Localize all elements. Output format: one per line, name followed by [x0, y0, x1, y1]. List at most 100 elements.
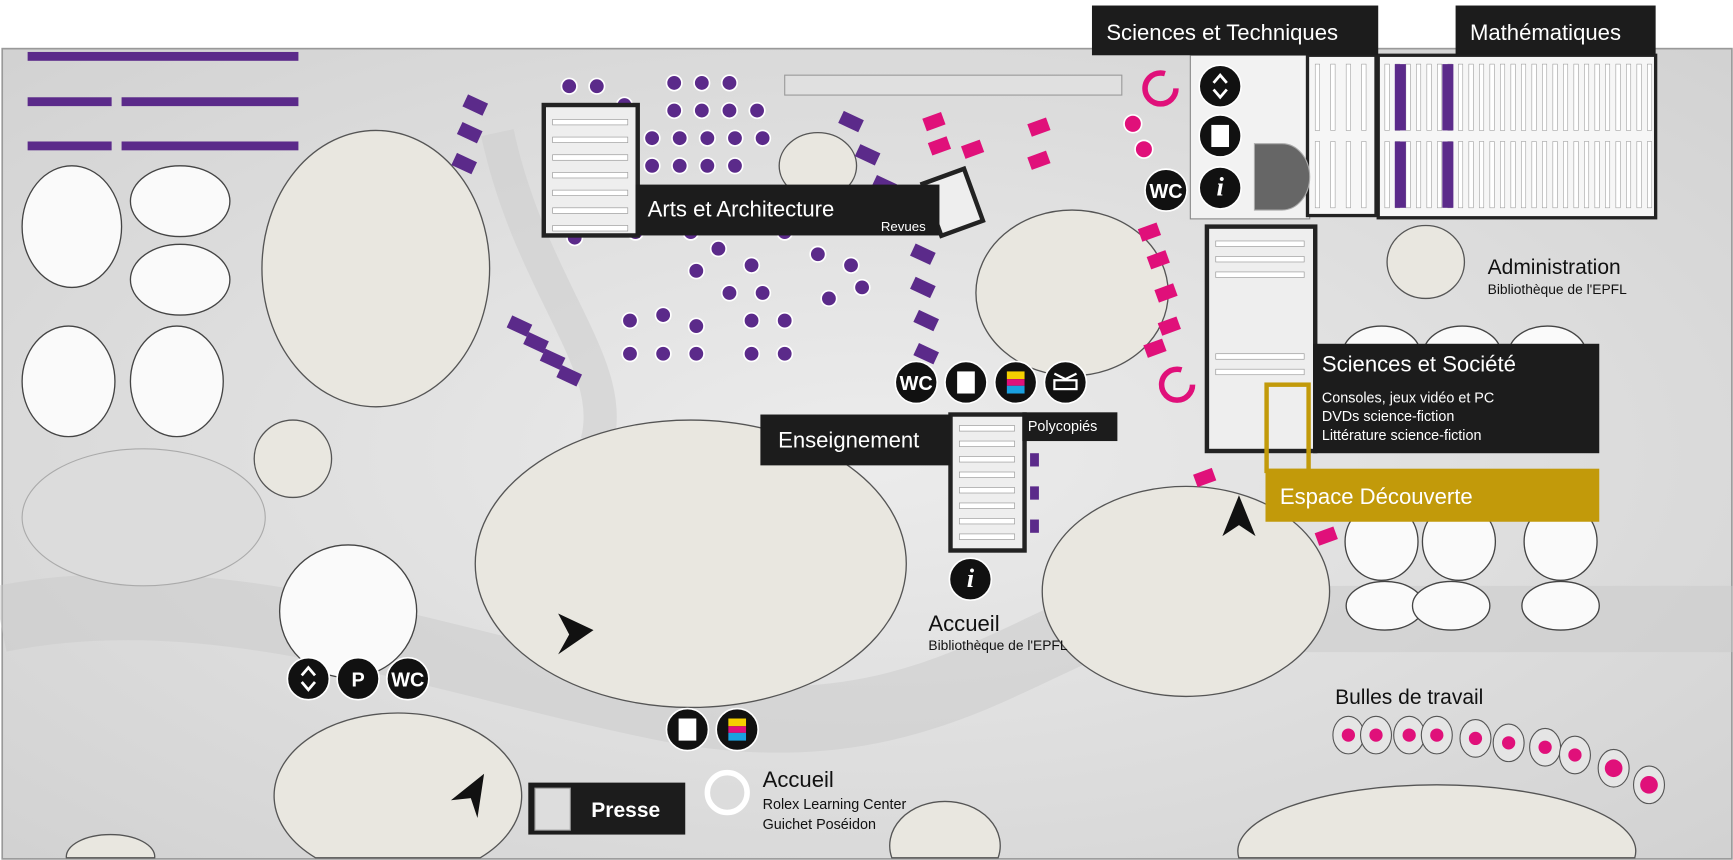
- mathematiques-label: [1455, 5, 1656, 56]
- accueil-biblio-sub: Bibliothèque de l'EPFL: [928, 637, 1067, 653]
- enseignement-shelves[interactable]: [948, 412, 1027, 553]
- round-table: [643, 157, 661, 175]
- lift-arrows: [1212, 73, 1228, 100]
- wc-icon[interactable]: WC: [1144, 168, 1188, 212]
- shelf: [1573, 63, 1579, 131]
- room: [1521, 580, 1600, 631]
- scanner-icon[interactable]: [1043, 360, 1088, 405]
- round-table: [687, 345, 705, 363]
- round-table: [693, 74, 711, 92]
- color-printer-icon[interactable]: [715, 707, 760, 752]
- accueil-biblio-title: Accueil: [928, 611, 999, 636]
- study-table: [910, 276, 936, 299]
- info-icon-label: i: [1216, 172, 1224, 202]
- room: [129, 325, 224, 438]
- shelf: [1594, 63, 1600, 131]
- study-table: [451, 152, 478, 175]
- round-table: [754, 129, 772, 147]
- shelf: [959, 471, 1015, 478]
- lift-arrows: [300, 665, 317, 692]
- shelf: [1626, 141, 1632, 209]
- study-table: [27, 141, 112, 151]
- study-table: [922, 111, 946, 132]
- study-table: [1193, 467, 1217, 488]
- shelf: [552, 119, 629, 126]
- shelf: [1458, 141, 1464, 209]
- administration-sub: Bibliothèque de l'EPFL: [1488, 281, 1627, 297]
- round-table: [621, 345, 639, 363]
- patio: [975, 209, 1169, 377]
- shelf: [959, 440, 1015, 447]
- bubble-table: [1538, 740, 1552, 754]
- sciences-techniques-title: Sciences et Techniques: [1106, 20, 1338, 45]
- round-table: [654, 345, 672, 363]
- cyan-band: [1006, 385, 1025, 394]
- study-table: [121, 141, 299, 151]
- info-icon[interactable]: i: [948, 557, 993, 602]
- shelf: [1542, 63, 1548, 131]
- scanner-lid: [1053, 372, 1077, 381]
- color-printer-icon[interactable]: [993, 360, 1038, 405]
- arts-title: Arts et Architecture: [648, 197, 835, 222]
- round-table: [809, 245, 827, 263]
- elevator-icon[interactable]: [1198, 64, 1243, 109]
- shelf: [1510, 141, 1516, 209]
- study-table: [1027, 150, 1051, 170]
- group-table: [1158, 366, 1196, 403]
- room: [129, 165, 231, 238]
- round-table: [720, 284, 739, 302]
- shelf: [1636, 63, 1642, 131]
- study-table: [556, 365, 583, 387]
- shelf: [1489, 141, 1495, 209]
- study-table: [1137, 222, 1162, 242]
- round-table: [842, 256, 860, 274]
- study-table: [960, 139, 985, 159]
- study-table: [523, 331, 549, 354]
- arts-shelves[interactable]: [541, 102, 640, 238]
- shelf: [1314, 141, 1320, 209]
- lounge-area: [21, 448, 266, 587]
- photocopier-icon[interactable]: [944, 360, 988, 405]
- shelf: [1489, 63, 1495, 131]
- shelf: [1647, 141, 1653, 209]
- wc-icon[interactable]: WC: [894, 360, 939, 405]
- study-table: [1157, 316, 1181, 336]
- photocopier-icon[interactable]: [1198, 114, 1243, 158]
- elevator-icon[interactable]: [286, 656, 331, 701]
- info-icon-label: i: [967, 563, 975, 593]
- societe-shelves[interactable]: [1204, 224, 1318, 454]
- patio: [253, 419, 333, 499]
- shelf: [1552, 141, 1558, 209]
- bulles-title: Bulles de travail: [1335, 686, 1483, 709]
- shelf: [1636, 141, 1642, 209]
- espace-decouverte-label[interactable]: [1265, 468, 1600, 522]
- copier-body: [678, 718, 697, 741]
- shelf: [959, 425, 1015, 432]
- round-table: [560, 77, 578, 95]
- shelf: [1500, 63, 1506, 131]
- shelf: [1468, 141, 1474, 209]
- study-table: [1030, 486, 1039, 500]
- entrance-arrow-icon: [1222, 495, 1256, 537]
- shelf: [1563, 141, 1569, 209]
- parking-icon-label: P: [351, 669, 364, 691]
- shelf: [552, 154, 629, 161]
- round-table: [776, 311, 794, 330]
- sciences-societe-item: DVDs science-fiction: [1322, 409, 1454, 425]
- info-icon[interactable]: i: [1198, 166, 1243, 210]
- walkway: [481, 129, 617, 447]
- presse-shelf: [534, 787, 571, 831]
- wc-icon[interactable]: WC: [386, 656, 430, 701]
- shelf: [1330, 63, 1336, 131]
- round-table: [665, 74, 683, 92]
- parking-icon[interactable]: P: [336, 656, 380, 701]
- photocopier-icon[interactable]: [665, 707, 710, 752]
- shelf: [1626, 63, 1632, 131]
- presse-title: Presse: [591, 799, 660, 822]
- study-table: [1146, 250, 1170, 270]
- shelf: [1426, 141, 1432, 209]
- room: [21, 325, 116, 438]
- magenta-band: [728, 726, 747, 733]
- shelf: [1542, 141, 1548, 209]
- shelf: [1361, 141, 1367, 209]
